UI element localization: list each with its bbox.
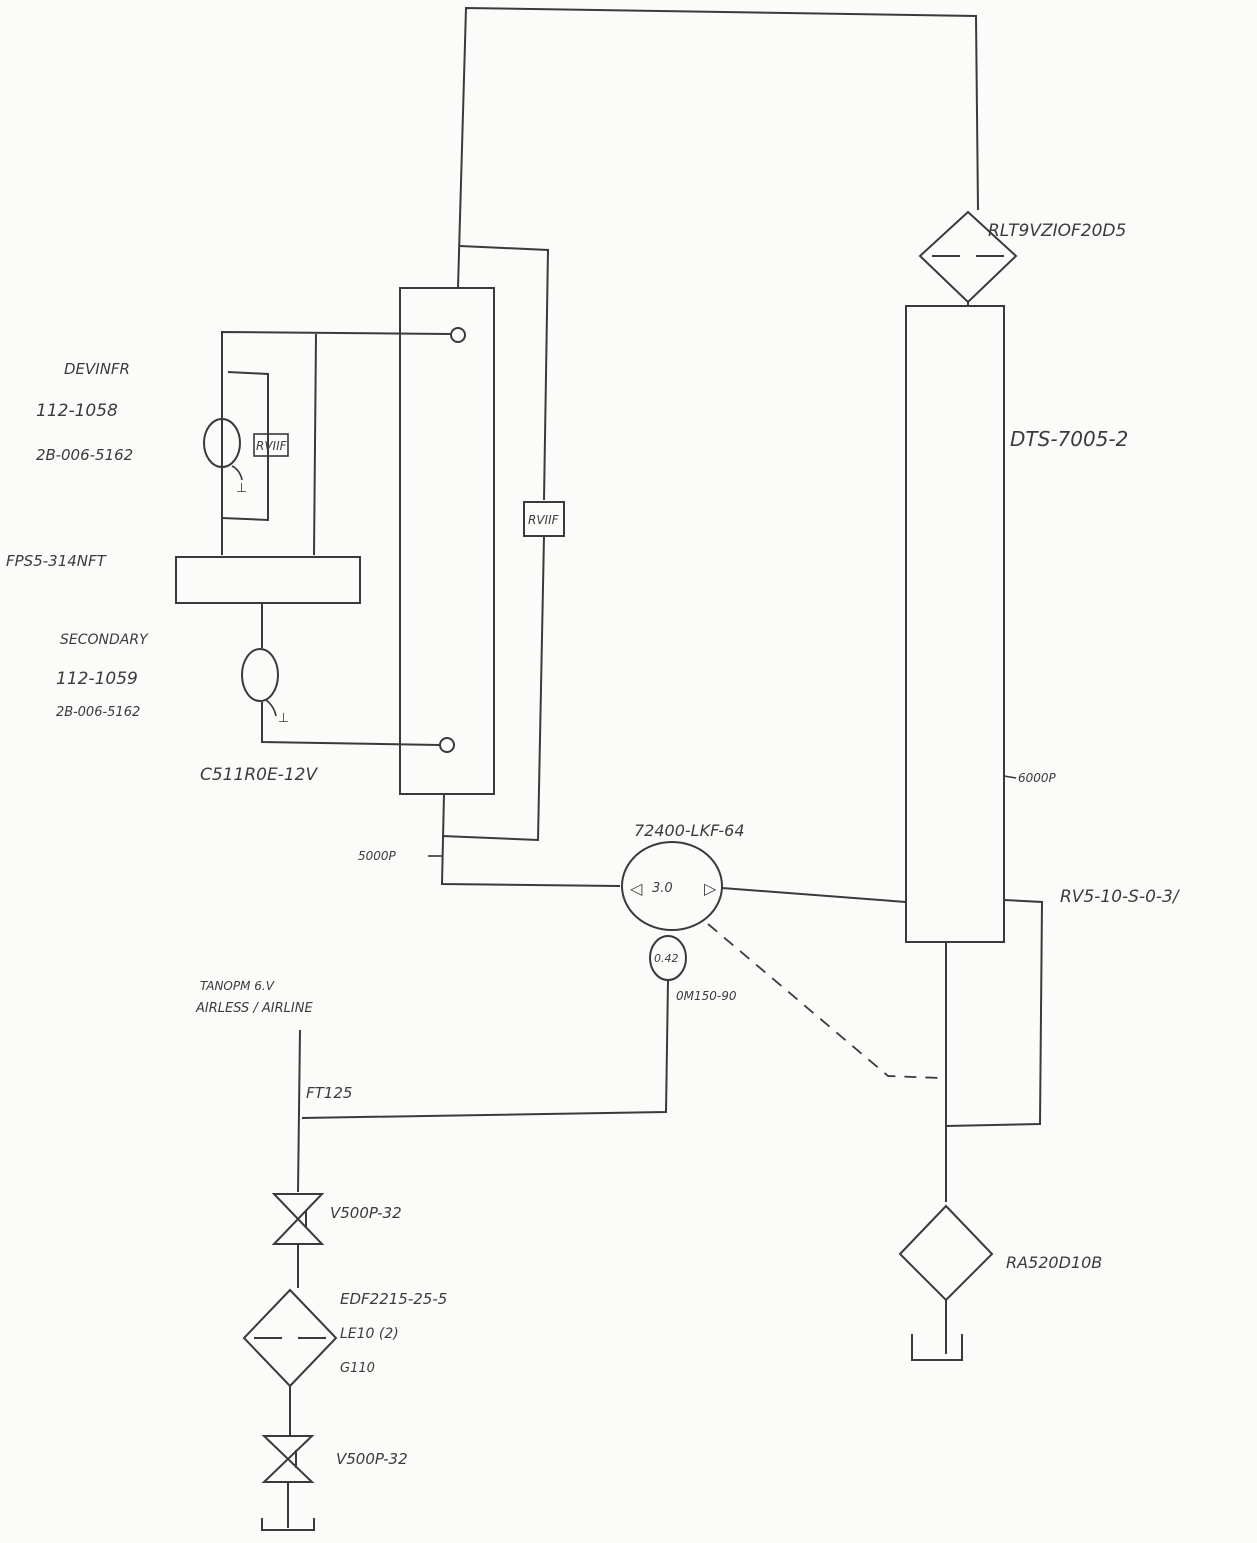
outlet-filter-symbol bbox=[898, 1204, 994, 1302]
feed-line-label: FT125 bbox=[306, 1084, 352, 1102]
tank-feed-line bbox=[297, 1029, 301, 1193]
second-pump-circle bbox=[241, 648, 279, 702]
mixer-right-arrow-icon: ▷ bbox=[704, 879, 717, 898]
upper-valve-symbol bbox=[271, 1193, 325, 1245]
lower-filter-label-line2: LE10 (2) bbox=[340, 1326, 399, 1342]
first-pump-loop bbox=[221, 371, 269, 522]
rv-bypass-lower bbox=[441, 535, 545, 842]
gauge-feed-line bbox=[301, 979, 669, 1119]
relief-valve-label: RV5-10-S-0-3/ bbox=[1060, 887, 1181, 907]
lower-filter-label-line1: EDF2215-25-5 bbox=[340, 1290, 447, 1308]
first-pump-part-label: 112-1058 bbox=[36, 401, 118, 421]
lower-filter-symbol bbox=[242, 1288, 338, 1388]
rv-box-label: RVIIF bbox=[528, 513, 560, 527]
left-column-label: C511R0E-12V bbox=[200, 765, 318, 785]
manifold-block bbox=[175, 556, 361, 604]
pressure-left-label: 5000P bbox=[358, 849, 397, 863]
upper-port-circle bbox=[450, 327, 466, 343]
pressure-right-tick bbox=[1003, 775, 1017, 779]
lower-valve-label: V500P-32 bbox=[336, 1450, 408, 1468]
tank-label-line2: AIRLESS / AIRLINE bbox=[195, 1001, 313, 1016]
first-pump-circle bbox=[203, 418, 241, 468]
upper-valve-label: V500P-32 bbox=[330, 1204, 402, 1222]
manifold-riser bbox=[313, 333, 317, 556]
mixer-label: 72400-LKF-64 bbox=[634, 821, 745, 840]
lower-filter-label-line3: G110 bbox=[340, 1361, 375, 1376]
first-pump-code-label: 2B-006-5162 bbox=[36, 446, 133, 464]
inlet-tank-icon bbox=[261, 1518, 315, 1531]
top-filter-label: RLT9VZIOF20D5 bbox=[988, 221, 1126, 241]
manifold-label: FPS5-314NFT bbox=[6, 552, 108, 570]
outlet-filter-label: RA520D10B bbox=[1006, 1253, 1102, 1272]
small-gauge-part-label: 0M150-90 bbox=[676, 989, 737, 1003]
second-pump-name-label: SECONDARY bbox=[60, 632, 149, 648]
rv-small-box bbox=[253, 433, 289, 457]
second-pump-lead bbox=[265, 699, 277, 717]
tall-column-body bbox=[905, 305, 1005, 943]
left-column-outlet bbox=[440, 793, 621, 887]
rv-small-label: RVIIF bbox=[256, 439, 288, 453]
first-pump-name-label: DEVINFR bbox=[64, 360, 130, 378]
mixer-left-arrow-icon: ◁ bbox=[629, 879, 643, 898]
mixer-value-label: 3.0 bbox=[652, 881, 673, 896]
first-pump-drain-icon: ⊥ bbox=[236, 481, 247, 496]
first-pump-lead bbox=[231, 465, 243, 481]
outlet-tank-icon bbox=[911, 1334, 963, 1361]
second-pump-out-line bbox=[261, 702, 441, 746]
pressure-right-label: 6000P bbox=[1018, 771, 1057, 785]
tall-column-label: DTS-7005-2 bbox=[1010, 427, 1128, 451]
left-column-body bbox=[399, 287, 495, 795]
rv-bypass-upper bbox=[459, 245, 550, 501]
relief-loop bbox=[945, 899, 1044, 1128]
lower-valve-symbol bbox=[261, 1435, 315, 1483]
second-pump-part-label: 112-1059 bbox=[56, 669, 138, 689]
second-pump-drain-icon: ⊥ bbox=[278, 711, 289, 726]
upper-pump-supply-line bbox=[221, 330, 451, 555]
lower-port-circle bbox=[439, 737, 455, 753]
small-gauge-value-label: 0.42 bbox=[654, 952, 679, 965]
tank-label-line1: TANOPM 6.V bbox=[200, 979, 275, 993]
top-return-line bbox=[457, 6, 979, 289]
mixer-to-column-line bbox=[721, 887, 907, 903]
mixer-circle bbox=[621, 841, 723, 931]
pilot-dash-line bbox=[707, 923, 941, 1079]
second-pump-code-label: 2B-006-5162 bbox=[56, 705, 140, 720]
